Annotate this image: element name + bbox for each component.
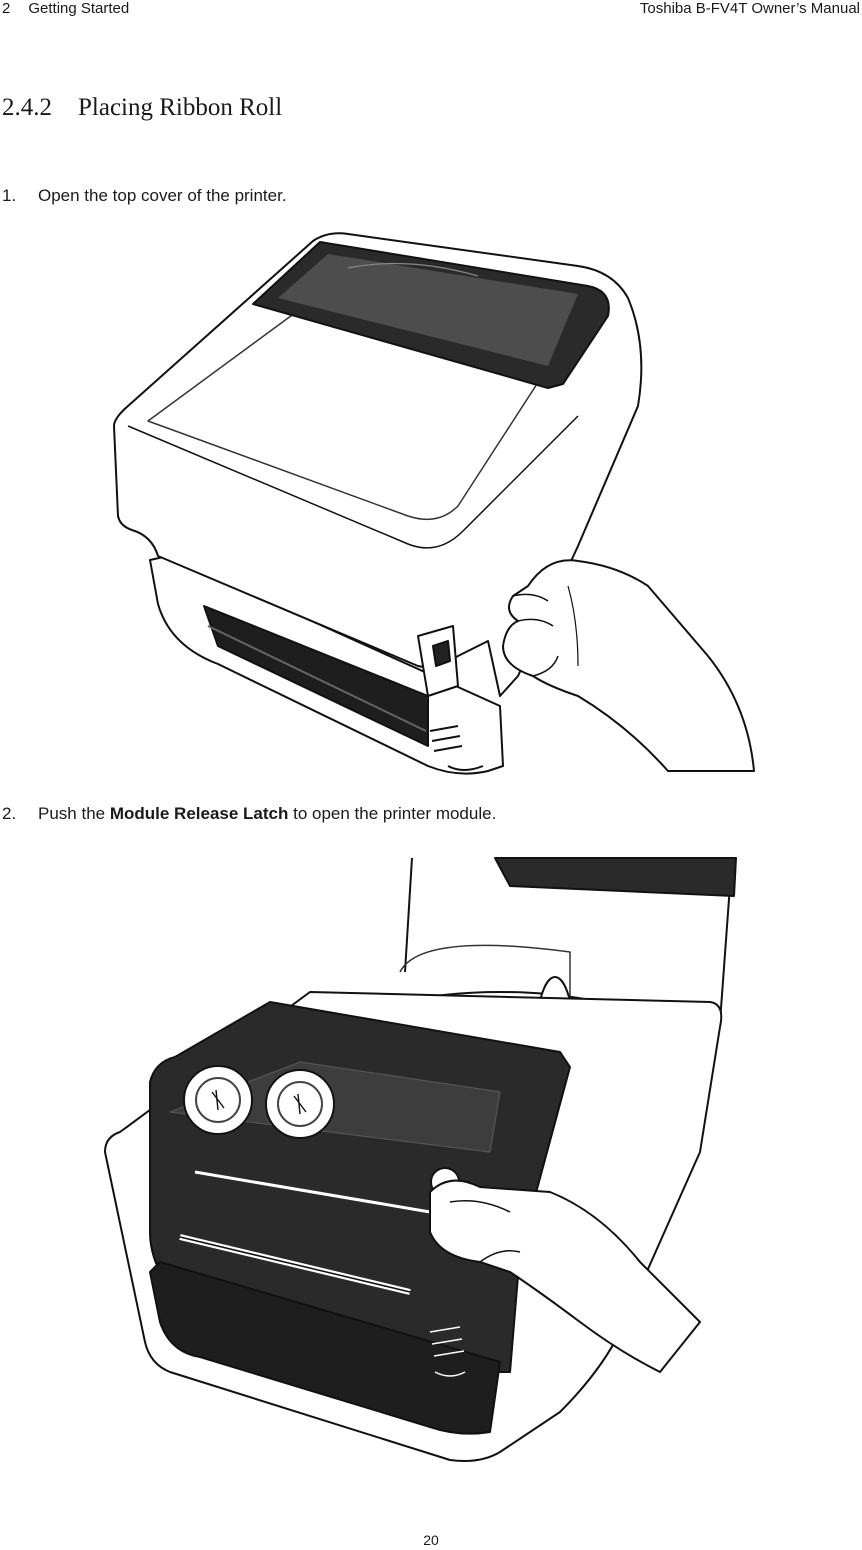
- module-release-latch-term: Module Release Latch: [109, 804, 289, 823]
- section-number: 2.4.2: [2, 94, 52, 121]
- printer-cover-illustration: [113, 232, 755, 775]
- chapter-number: 2: [2, 0, 11, 17]
- section-title: Placing Ribbon Roll: [78, 94, 283, 121]
- step-1: 1. Open the top cover of the printer.: [2, 186, 287, 206]
- manual-title: Toshiba B-FV4T Owner’s Manual: [639, 0, 860, 17]
- chapter-title: Getting Started: [28, 0, 130, 17]
- step-text-before: Push the: [38, 804, 110, 823]
- step-text: Open the top cover of the printer.: [38, 186, 287, 205]
- printer-module-illustration: [104, 857, 737, 1462]
- page-number: 20: [423, 1532, 439, 1548]
- header-chapter: 2 Getting Started: [2, 0, 129, 17]
- step-text-after: to open the printer module.: [288, 804, 497, 823]
- page-header: 2 Getting Started Toshiba B-FV4T Owner’s …: [0, 0, 862, 24]
- step-number: 2.: [2, 804, 17, 823]
- step-number: 1.: [2, 186, 17, 205]
- step-2: 2. Push the Module Release Latch to open …: [2, 804, 496, 824]
- section-heading: 2.4.2 Placing Ribbon Roll: [2, 94, 282, 122]
